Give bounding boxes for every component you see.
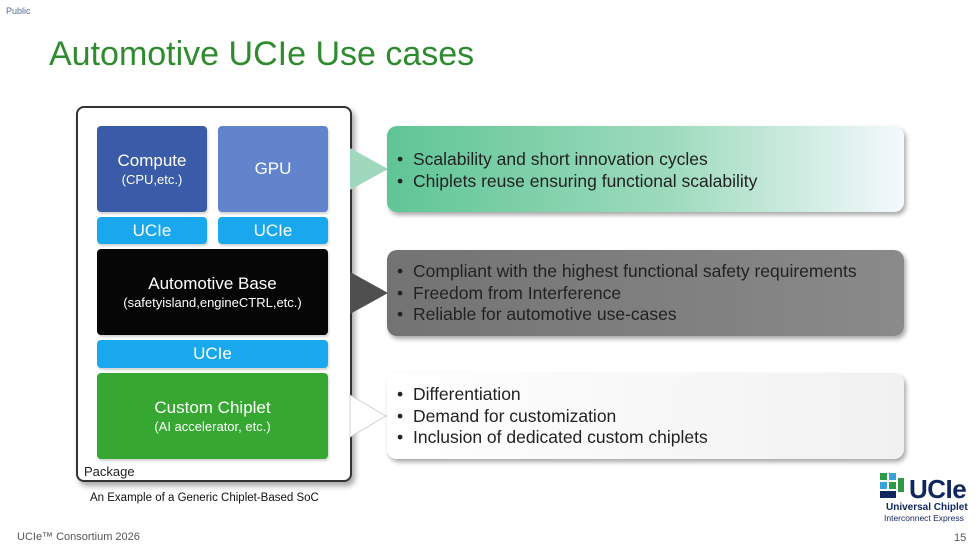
arrow-2 xyxy=(350,272,388,314)
callout-bullet: Scalability and short innovation cycles xyxy=(387,149,904,171)
base-subtitle: (safetyisland,engineCTRL,etc.) xyxy=(123,294,302,310)
page-number: 15 xyxy=(954,532,967,544)
custom-chiplet: Custom Chiplet (AI accelerator, etc.) xyxy=(97,373,328,459)
gpu-title: GPU xyxy=(254,159,292,178)
custom-title: Custom Chiplet xyxy=(154,397,271,417)
compute-subtitle: (CPU,etc.) xyxy=(121,171,183,187)
callout-bullet: Reliable for automotive use-cases xyxy=(387,304,904,326)
classification-label: Public xyxy=(6,6,31,16)
ucie-link-gpu: UCIe xyxy=(218,217,328,244)
callout-bullet: Chiplets reuse ensuring functional scala… xyxy=(387,171,904,193)
ucie-link-custom: UCIe xyxy=(97,340,328,368)
arrow-3 xyxy=(349,394,387,438)
custom-subtitle: (AI accelerator, etc.) xyxy=(154,418,271,434)
logo-tagline-2: Interconnect Express xyxy=(884,513,964,523)
compute-title: Compute xyxy=(117,150,187,170)
logo-wordmark: UCIe xyxy=(909,474,967,504)
ucie-link-compute: UCIe xyxy=(97,217,207,244)
automotive-base-die: Automotive Base (safetyisland,engineCTRL… xyxy=(97,249,328,335)
callout-bullet: Compliant with the highest functional sa… xyxy=(387,261,904,283)
callout-bullet: Inclusion of dedicated custom chiplets xyxy=(387,427,904,449)
compute-chiplet: Compute (CPU,etc.) xyxy=(97,126,207,212)
callout-bullet: Differentiation xyxy=(387,384,904,406)
callout-bullet: Freedom from Interference xyxy=(387,283,904,305)
diagram-caption: An Example of a Generic Chiplet-Based So… xyxy=(90,492,319,504)
gpu-chiplet: GPU xyxy=(218,126,328,212)
callout-differentiation: Differentiation Demand for customization… xyxy=(387,373,904,459)
arrow-1 xyxy=(350,148,388,190)
callout-bullet: Demand for customization xyxy=(387,406,904,428)
callout-safety: Compliant with the highest functional sa… xyxy=(387,250,904,336)
ucie-logo-icon xyxy=(880,473,904,498)
slide-title: Automotive UCIe Use cases xyxy=(49,35,475,73)
logo-tagline-1: Universal Chiplet xyxy=(886,502,968,513)
footer-copyright: UCIe™ Consortium 2026 xyxy=(17,531,140,543)
callout-scalability: Scalability and short innovation cycles … xyxy=(387,126,904,212)
package-label: Package xyxy=(84,464,135,479)
base-title: Automotive Base xyxy=(148,273,277,293)
